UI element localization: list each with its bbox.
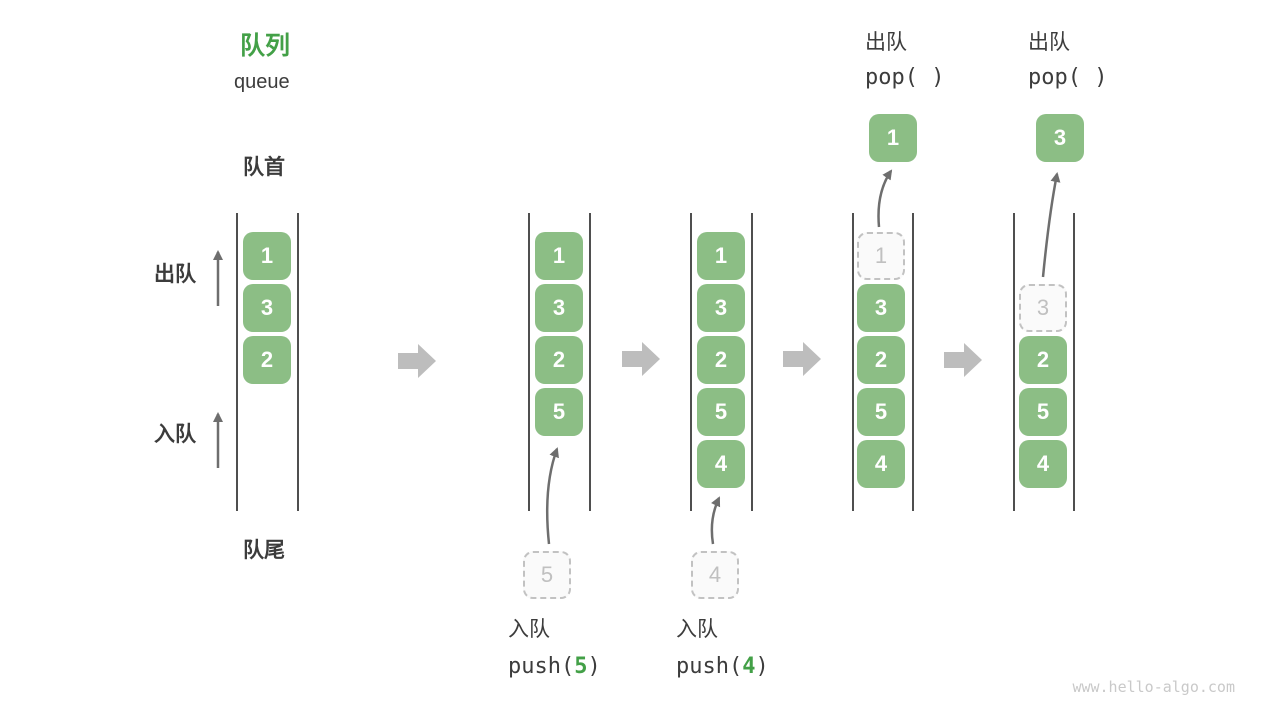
queue-item: 5 bbox=[535, 388, 583, 436]
op-pop2-code: pop( ) bbox=[1028, 65, 1108, 90]
channel-wall bbox=[1073, 213, 1075, 511]
queue-item: 4 bbox=[857, 440, 905, 488]
incoming-item-ghost: 5 bbox=[523, 551, 571, 599]
watermark: www.hello-algo.com bbox=[1072, 678, 1235, 696]
queue-item: 3 bbox=[535, 284, 583, 332]
queue-item: 2 bbox=[535, 336, 583, 384]
queue-item: 1 bbox=[697, 232, 745, 280]
op-code-arg: 5 bbox=[574, 654, 588, 679]
label-queue-front: 队首 bbox=[243, 156, 285, 179]
flow-arrow-icon bbox=[944, 343, 982, 377]
queue-item: 3 bbox=[243, 284, 291, 332]
op-push4-label: 入队 bbox=[676, 618, 718, 641]
channel-wall bbox=[690, 213, 692, 511]
op-code-suffix: ) bbox=[587, 654, 601, 679]
channel-wall bbox=[528, 213, 530, 511]
flow-arrow-icon bbox=[622, 342, 660, 376]
channel-wall bbox=[912, 213, 914, 511]
label-dequeue-side: 出队 bbox=[154, 263, 196, 286]
op-code-prefix: push( bbox=[508, 654, 575, 679]
popped-item: 1 bbox=[869, 114, 917, 162]
channel-wall bbox=[852, 213, 854, 511]
push5-curved-arrow-icon bbox=[545, 447, 559, 545]
queue-item: 3 bbox=[857, 284, 905, 332]
queue-item: 5 bbox=[1019, 388, 1067, 436]
queue-item: 2 bbox=[697, 336, 745, 384]
label-queue-rear: 队尾 bbox=[243, 539, 285, 562]
pop1-curved-arrow-icon bbox=[877, 169, 893, 228]
queue-item: 1 bbox=[535, 232, 583, 280]
queue-item: 4 bbox=[697, 440, 745, 488]
queue-item: 4 bbox=[1019, 440, 1067, 488]
flow-arrow-icon bbox=[783, 342, 821, 376]
queue-item: 5 bbox=[697, 388, 745, 436]
op-push5-label: 入队 bbox=[508, 618, 550, 641]
popped-slot-ghost: 1 bbox=[857, 232, 905, 280]
queue-item: 5 bbox=[857, 388, 905, 436]
op-code-prefix: push( bbox=[676, 654, 743, 679]
queue-item: 3 bbox=[697, 284, 745, 332]
queue-item: 2 bbox=[857, 336, 905, 384]
op-pop1-code: pop( ) bbox=[865, 65, 945, 90]
push4-curved-arrow-icon bbox=[710, 496, 721, 545]
page-subtitle: queue bbox=[234, 71, 290, 93]
channel-wall bbox=[297, 213, 299, 511]
op-code-arg: 4 bbox=[742, 654, 756, 679]
pop3-curved-arrow-icon bbox=[1041, 172, 1061, 278]
channel-wall bbox=[1013, 213, 1015, 511]
queue-item: 1 bbox=[243, 232, 291, 280]
label-enqueue-side: 入队 bbox=[154, 423, 196, 446]
op-push4-code: push(4) bbox=[676, 653, 769, 681]
queue-item: 2 bbox=[1019, 336, 1067, 384]
page-title: 队列 bbox=[240, 32, 291, 60]
queue-item: 2 bbox=[243, 336, 291, 384]
popped-item: 3 bbox=[1036, 114, 1084, 162]
channel-wall bbox=[751, 213, 753, 511]
incoming-item-ghost: 4 bbox=[691, 551, 739, 599]
op-code-suffix: ) bbox=[755, 654, 769, 679]
op-pop1-label: 出队 bbox=[865, 31, 907, 54]
op-pop2-label: 出队 bbox=[1028, 31, 1070, 54]
channel-wall bbox=[236, 213, 238, 511]
popped-slot-ghost: 3 bbox=[1019, 284, 1067, 332]
flow-arrow-icon bbox=[398, 344, 436, 378]
channel-wall bbox=[589, 213, 591, 511]
op-push5-code: push(5) bbox=[508, 653, 601, 681]
